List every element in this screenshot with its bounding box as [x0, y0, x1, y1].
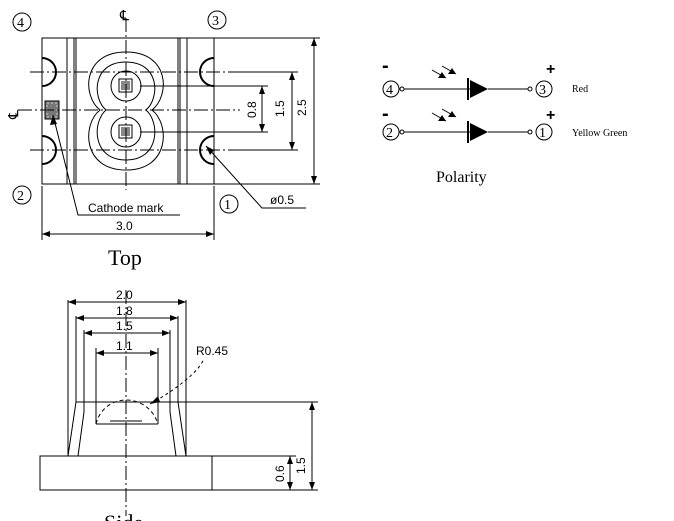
- polarity-diagram: - + 4 3 Red - + 2 1 Yellow Green: [382, 55, 627, 186]
- red-label: Red: [572, 84, 588, 95]
- dim-side-1-5-label: 1.5: [116, 319, 133, 333]
- side-view: 2.0 1.8 1.5 1.1 R0.45 1.5 0.6 Side: [39, 288, 318, 521]
- diode-yg-anode: [470, 123, 488, 141]
- side-view-label: Side: [104, 510, 143, 521]
- notch-right-top: [199, 57, 215, 87]
- dim-1-5-label: 1.5: [273, 100, 287, 117]
- hole-leader: [205, 145, 306, 209]
- radius-label: R0.45: [196, 344, 228, 358]
- polarity-pin-2-circle: [382, 123, 400, 141]
- polarity-pin-1-label: 1: [539, 126, 546, 141]
- side-dome: [95, 399, 159, 425]
- hole-dim-label: ø0.5: [270, 193, 294, 207]
- pin-4-circle: [12, 12, 32, 32]
- polarity-pin-4-circle: [382, 80, 400, 98]
- polarity-pin-3-circle: [535, 80, 553, 98]
- package-outline: [41, 37, 215, 185]
- side-housing: [67, 401, 187, 457]
- pin-1-label: 1: [224, 198, 231, 213]
- centerline-symbol-top: ℄: [119, 9, 129, 24]
- cathode-mark-label: Cathode mark: [88, 201, 164, 215]
- pin-3-circle: [207, 10, 227, 30]
- pin-1-circle: [219, 194, 239, 214]
- polarity-minus-top: -: [382, 55, 389, 77]
- polarity-pin-3-label: 3: [539, 83, 546, 98]
- pin-2-circle: [12, 185, 32, 205]
- diode-red-anode: [470, 80, 488, 98]
- lead-bar-right: [179, 37, 188, 185]
- dim-1-8-label: 1.8: [116, 304, 133, 318]
- polarity-pin-1-circle: [535, 123, 553, 141]
- pin-4-label: 4: [17, 16, 24, 31]
- dim-0-6-label: 0.6: [273, 465, 287, 482]
- notch-right-bottom: [199, 135, 215, 165]
- dim-height-1-5-label: 1.5: [294, 457, 308, 474]
- centerline-symbol-left: ℄: [7, 110, 22, 120]
- dim-width-label: 3.0: [116, 219, 133, 233]
- top-view: ℄ ℄ 4 3 2 1 Cathode mark 3.0 Top 2.5: [7, 9, 320, 270]
- polarity-title: Polarity: [436, 169, 487, 186]
- yellow-green-label: Yellow Green: [572, 128, 627, 139]
- cathode-leader: [52, 114, 180, 216]
- polarity-minus-bottom: -: [382, 103, 389, 125]
- dim-1-1-label: 1.1: [116, 339, 133, 353]
- dim-2-0-label: 2.0: [116, 288, 133, 302]
- lead-bar-left: [66, 37, 75, 185]
- pin-2-label: 2: [17, 189, 24, 204]
- top-view-label: Top: [108, 245, 142, 270]
- pin-3-label: 3: [212, 14, 219, 29]
- polarity-pin-2-label: 2: [386, 126, 393, 141]
- dim-2-5-label: 2.5: [295, 99, 309, 116]
- polarity-plus-bottom: +: [546, 107, 555, 124]
- polarity-plus-top: +: [546, 61, 555, 78]
- dim-0-8-label: 0.8: [245, 101, 259, 118]
- polarity-pin-4-label: 4: [386, 83, 393, 98]
